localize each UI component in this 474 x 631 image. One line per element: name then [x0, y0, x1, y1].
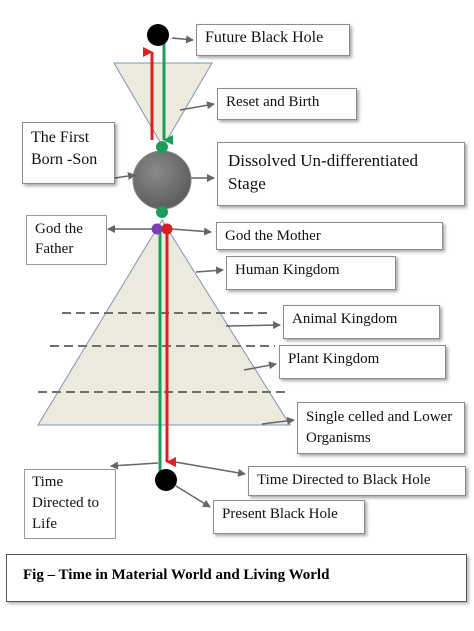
label-present-black-hole: Present Black Hole — [213, 500, 365, 534]
connector-first-born — [114, 172, 136, 180]
connector-future-black-hole — [171, 35, 194, 44]
label-plant-kingdom: Plant Kingdom — [279, 345, 446, 379]
label-single-celled: Single celled and Lower Organisms — [297, 402, 465, 454]
connector-god-mother — [171, 227, 212, 236]
future-black-hole-node — [147, 24, 169, 46]
connector-present-black-hole — [175, 485, 211, 508]
connector-plant — [243, 361, 277, 371]
label-human-kingdom: Human Kingdom — [226, 256, 396, 290]
label-future-black-hole: Future Black Hole — [196, 24, 350, 56]
dissolved-sphere — [132, 150, 192, 210]
label-god-the-father: God the Father — [26, 215, 107, 265]
figure-caption: Fig – Time in Material World and Living … — [6, 554, 467, 602]
connector-animal — [225, 321, 281, 330]
label-animal-kingdom: Animal Kingdom — [283, 305, 440, 339]
mother-node-red — [161, 223, 173, 235]
father-node-purple — [151, 223, 163, 235]
connector-reset-birth — [179, 101, 215, 111]
lower-cone — [37, 219, 291, 426]
label-time-directed-to-black-hole: Time Directed to Black Hole — [248, 466, 466, 496]
connector-time-black-hole — [174, 461, 246, 477]
present-black-hole-node — [155, 469, 177, 491]
label-first-born-son: The First Born -Son — [22, 122, 115, 184]
connector-human — [195, 266, 224, 275]
connector-single-celled — [261, 416, 295, 425]
connector-time-life — [110, 461, 159, 470]
label-time-directed-to-life: Time Directed to Life — [24, 469, 116, 539]
birth-node-green — [156, 141, 168, 153]
label-dissolved-stage: Dissolved Un-differentiated Stage — [217, 142, 465, 206]
label-reset-and-birth: Reset and Birth — [217, 88, 357, 120]
sphere-bottom-node-green — [156, 206, 168, 218]
label-god-the-mother: God the Mother — [216, 222, 443, 250]
